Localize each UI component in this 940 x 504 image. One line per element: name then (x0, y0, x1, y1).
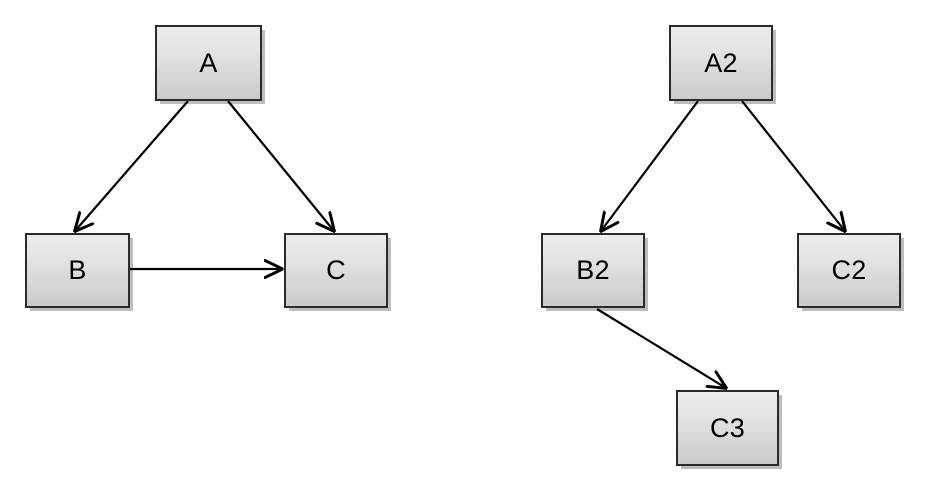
node-a2[interactable]: A2 (669, 25, 773, 101)
edge-a-to-b (75, 100, 189, 231)
node-b[interactable]: B (25, 233, 130, 308)
node-c[interactable]: C (284, 233, 388, 308)
node-label: C2 (831, 255, 867, 285)
node-label: B (68, 255, 87, 285)
node-label: C3 (710, 412, 745, 443)
node-b2[interactable]: B2 (541, 233, 645, 308)
edge-a2-to-c2 (741, 100, 845, 231)
edge-a2-to-b2 (601, 100, 699, 231)
node-c2[interactable]: C2 (797, 233, 901, 308)
edge-a-to-c (227, 100, 334, 231)
node-label: A2 (704, 47, 738, 78)
node-c3[interactable]: C3 (676, 390, 779, 466)
edge-b2-to-c3 (596, 308, 726, 388)
node-a[interactable]: A (155, 25, 262, 101)
node-label: A (199, 47, 218, 78)
node-label: C (326, 255, 346, 285)
node-label: B2 (576, 255, 610, 285)
